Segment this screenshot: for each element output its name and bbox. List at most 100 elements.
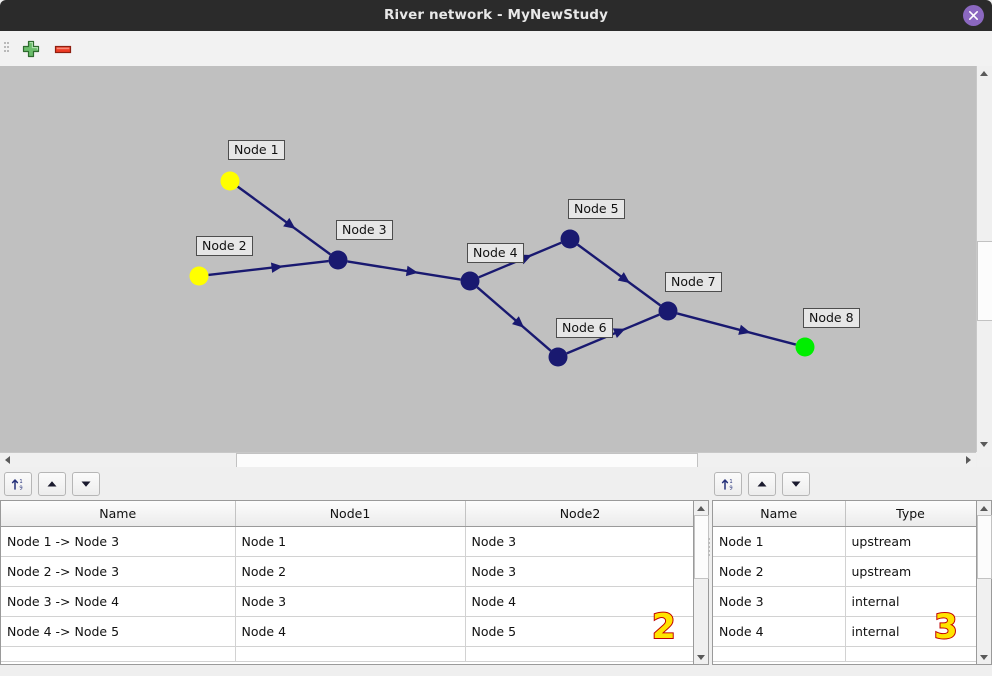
scroll-down-arrow-icon[interactable] xyxy=(977,437,991,452)
reaches-table-row-cell[interactable]: Node 4 xyxy=(235,616,466,647)
arrow-up-icon xyxy=(757,481,767,487)
reaches-sort-ascending-button[interactable]: 1 9 xyxy=(4,472,32,496)
bottom-panels: 1 9 xyxy=(0,470,992,676)
node-label-node-4[interactable]: Node 4 xyxy=(467,243,524,263)
close-icon[interactable] xyxy=(963,5,984,26)
network-node-node-4[interactable] xyxy=(460,271,480,291)
node-label-node-8[interactable]: Node 8 xyxy=(803,308,860,328)
title-bar: River network - MyNewStudy xyxy=(0,0,992,31)
reaches-col-name[interactable]: Name xyxy=(1,501,236,527)
node-label-node-3[interactable]: Node 3 xyxy=(336,220,393,240)
network-edge-arrow-icon xyxy=(738,324,751,335)
network-edge[interactable] xyxy=(566,313,660,355)
network-edge[interactable] xyxy=(576,243,662,307)
nodes-scroll-down-arrow-icon[interactable] xyxy=(977,650,990,664)
reaches-scroll-down-arrow-icon[interactable] xyxy=(694,650,707,664)
reaches-col-node2[interactable]: Node2 xyxy=(465,501,693,527)
nodes-table-row-cell[interactable]: internal xyxy=(845,586,976,617)
network-graph-canvas[interactable]: Node 1 Node 2 Node 3 Node 4 Node 5 Node 6 Node… xyxy=(0,66,977,452)
reaches-scroll-up-arrow-icon[interactable] xyxy=(694,501,707,515)
network-edge[interactable] xyxy=(236,185,332,256)
scrollbar-corner xyxy=(977,452,992,467)
network-edge[interactable] xyxy=(476,286,552,352)
network-edge[interactable] xyxy=(347,260,461,281)
network-node-node-7[interactable] xyxy=(658,301,678,321)
network-node-node-5[interactable] xyxy=(560,229,580,249)
add-plus-icon[interactable] xyxy=(20,38,42,60)
reaches-table-row-cell[interactable]: Node 3 xyxy=(465,526,693,557)
arrow-up-icon xyxy=(47,481,57,487)
toolbar-drag-handle[interactable] xyxy=(4,40,9,58)
svg-text:9: 9 xyxy=(729,485,732,491)
network-node-node-6[interactable] xyxy=(548,347,568,367)
delete-minus-icon[interactable] xyxy=(52,38,74,60)
nodes-table-row-cell[interactable]: internal xyxy=(845,616,976,647)
nodes-table-row-cell[interactable]: Node 4 xyxy=(713,616,846,647)
canvas-vertical-scrollbar[interactable] xyxy=(976,66,992,452)
nodes-scroll-thumb[interactable] xyxy=(977,515,992,579)
network-node-node-3[interactable] xyxy=(328,250,348,270)
nodes-table-scrollbar[interactable] xyxy=(977,500,992,665)
network-node-node-8[interactable] xyxy=(795,337,815,357)
scroll-up-arrow-icon[interactable] xyxy=(977,66,991,81)
network-edge[interactable] xyxy=(208,259,329,277)
reaches-scroll-thumb[interactable] xyxy=(694,515,709,579)
reaches-table-row-empty xyxy=(1,646,693,662)
main-toolbar xyxy=(0,31,992,67)
nodes-panel-drag-handle[interactable] xyxy=(708,538,712,558)
network-node-node-1[interactable] xyxy=(220,171,240,191)
nodes-table-header-row: Name Type xyxy=(713,501,976,527)
nodes-move-up-button[interactable] xyxy=(748,472,776,496)
reaches-table-row-cell[interactable]: Node 2 -> Node 3 xyxy=(1,556,236,587)
reaches-table-row-cell[interactable]: Node 3 xyxy=(235,586,466,617)
canvas-horizontal-scrollbar[interactable] xyxy=(0,452,976,469)
nodes-table-row-cell[interactable]: Node 1 xyxy=(713,526,846,557)
network-edge[interactable] xyxy=(676,312,797,346)
node-label-node-5[interactable]: Node 5 xyxy=(568,199,625,219)
network-edge-arrow-icon xyxy=(512,316,525,328)
arrow-down-icon xyxy=(791,481,801,487)
network-node-node-2[interactable] xyxy=(189,266,209,286)
reaches-table-row-cell[interactable]: Node 2 xyxy=(235,556,466,587)
node-label-node-1[interactable]: Node 1 xyxy=(228,140,285,160)
reaches-col-node1[interactable]: Node1 xyxy=(235,501,466,527)
nodes-scroll-up-arrow-icon[interactable] xyxy=(977,501,990,515)
scroll-right-arrow-icon[interactable] xyxy=(961,453,976,467)
reaches-table-row-cell[interactable]: Node 4 -> Node 5 xyxy=(1,616,236,647)
svg-text:1: 1 xyxy=(729,479,732,485)
reaches-table-row-cell[interactable]: Node 5 xyxy=(465,616,693,647)
node-label-node-6[interactable]: Node 6 xyxy=(556,318,613,338)
reaches-table-row-cell[interactable]: Node 4 xyxy=(465,586,693,617)
reaches-table-row-cell[interactable]: Node 3 -> Node 4 xyxy=(1,586,236,617)
nodes-table-row-cell[interactable]: Node 2 xyxy=(713,556,846,587)
nodes-table-row-cell[interactable]: upstream xyxy=(845,556,976,587)
reaches-table-row-cell[interactable]: Node 3 xyxy=(465,556,693,587)
scroll-left-arrow-icon[interactable] xyxy=(0,453,15,467)
nodes-col-type[interactable]: Type xyxy=(845,501,976,527)
reaches-table-scrollbar[interactable] xyxy=(694,500,709,665)
nodes-table-row-cell[interactable]: upstream xyxy=(845,526,976,557)
reaches-move-up-button[interactable] xyxy=(38,472,66,496)
reaches-move-down-button[interactable] xyxy=(72,472,100,496)
nodes-move-down-button[interactable] xyxy=(782,472,810,496)
node-label-node-2[interactable]: Node 2 xyxy=(196,236,253,256)
canvas-vscroll-thumb[interactable] xyxy=(977,241,992,321)
nodes-table-row-cell[interactable]: Node 3 xyxy=(713,586,846,617)
nodes-col-name[interactable]: Name xyxy=(713,501,846,527)
reaches-table-row-cell[interactable]: Node 1 -> Node 3 xyxy=(1,526,236,557)
nodes-sort-ascending-button[interactable]: 1 9 xyxy=(714,472,742,496)
network-edge-arrow-icon xyxy=(283,217,296,229)
node-label-node-7[interactable]: Node 7 xyxy=(665,272,722,292)
reaches-table-row-cell[interactable]: Node 1 xyxy=(235,526,466,557)
